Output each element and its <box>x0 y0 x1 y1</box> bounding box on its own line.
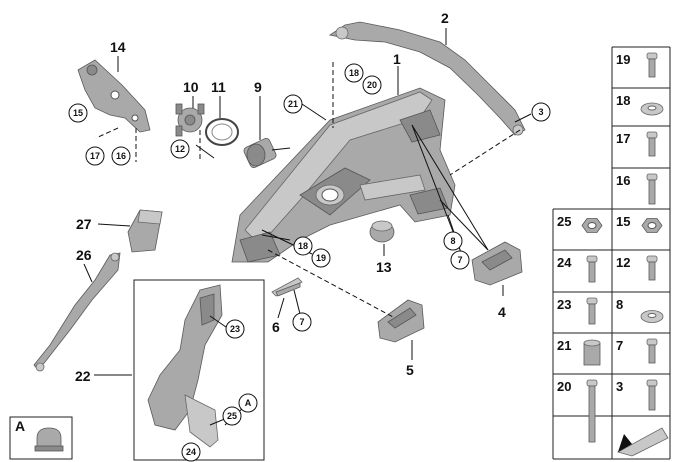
callout-11: 11 <box>211 79 226 95</box>
gasket-part-11[interactable] <box>205 118 239 146</box>
screw-part-3[interactable] <box>449 129 521 176</box>
callout-15: 15 <box>73 108 83 118</box>
table-row-19-number: 19 <box>616 52 630 67</box>
table-row-18-number: 18 <box>616 93 630 108</box>
circled-callout-23: 23 <box>225 319 245 339</box>
table-row-21-sleeve-icon <box>583 339 601 366</box>
gear-part-10[interactable] <box>175 103 205 137</box>
callout-10: 10 <box>183 79 199 95</box>
callout-27: 27 <box>76 216 92 232</box>
cap-part-13[interactable] <box>369 220 395 243</box>
circled-callout-18-top: 18 <box>344 63 364 83</box>
table-row-21-number: 21 <box>557 338 571 353</box>
parts-table: 19 18 17 16 15 25 12 24 8 23 7 21 3 20 <box>552 46 671 460</box>
callout-12: 12 <box>175 144 185 154</box>
leader-lines <box>83 28 532 426</box>
callout-26: 26 <box>76 247 92 263</box>
table-row-15-number: 15 <box>616 214 630 229</box>
pad-part-4[interactable] <box>471 241 523 286</box>
table-row-7-screw-icon <box>646 338 658 364</box>
circled-callout-12: 12 <box>170 139 190 159</box>
legend-box-A: A <box>9 416 73 460</box>
callout-23: 23 <box>230 324 240 334</box>
sensor-part-9[interactable] <box>243 137 291 169</box>
table-row-23-screw-icon <box>586 297 598 325</box>
handle-bar-part-2[interactable] <box>328 21 526 136</box>
circled-callout-17: 17 <box>85 146 105 166</box>
callout-8: 8 <box>450 236 455 246</box>
detail-frame-22 <box>133 279 265 461</box>
callout-17: 17 <box>90 151 100 161</box>
pin-part-12[interactable] <box>195 144 215 159</box>
circled-callout-24: 24 <box>181 442 201 462</box>
circled-callout-21: 21 <box>283 94 303 114</box>
callout-24: 24 <box>186 447 196 457</box>
callout-9: 9 <box>254 79 262 95</box>
callout-7-right: 7 <box>457 255 462 265</box>
callout-18-top: 18 <box>349 68 359 78</box>
circled-callout-25: 25 <box>222 406 242 426</box>
callout-5: 5 <box>406 362 414 378</box>
lever-part-26[interactable] <box>33 252 121 372</box>
circled-callout-A: A <box>238 393 258 413</box>
circled-callout-7-right: 7 <box>450 250 470 270</box>
table-row-12-number: 12 <box>616 255 630 270</box>
table-row-8-washer-icon <box>640 310 664 323</box>
axis-line-15 <box>95 127 119 139</box>
table-row-24-screw-icon <box>586 255 598 283</box>
table-row-25-number: 25 <box>557 214 571 229</box>
table-row-17-number: 17 <box>616 131 630 146</box>
callout-14: 14 <box>110 39 126 55</box>
table-row-3-screw-icon <box>646 379 658 411</box>
callout-20: 20 <box>367 80 377 90</box>
callout-22: 22 <box>75 368 91 384</box>
circled-callout-8: 8 <box>443 231 463 251</box>
callout-A: A <box>245 398 252 408</box>
table-row-25-nut-icon <box>581 218 603 233</box>
table-row-16-number: 16 <box>616 173 630 188</box>
circled-callout-20: 20 <box>362 75 382 95</box>
table-row-23-number: 23 <box>557 297 571 312</box>
callout-21: 21 <box>288 99 298 109</box>
table-row-20-screw-icon <box>586 379 598 443</box>
bracket-plate-part-14[interactable] <box>77 59 151 133</box>
callout-2: 2 <box>441 10 449 26</box>
table-row-19-screw-icon <box>646 52 658 78</box>
callout-4: 4 <box>498 304 506 320</box>
table-row-12-screw-icon <box>646 255 658 281</box>
pad-part-5[interactable] <box>377 299 425 343</box>
table-row-17-screw-icon <box>646 131 658 157</box>
circled-callout-16: 16 <box>111 146 131 166</box>
circled-callout-15: 15 <box>68 103 88 123</box>
cover-part-22[interactable] <box>147 284 223 448</box>
axis-line-pad-5 <box>267 249 396 319</box>
callout-13: 13 <box>376 259 392 275</box>
circled-callout-7-left: 7 <box>292 312 312 332</box>
callout-19: 19 <box>316 253 326 263</box>
callout-7-left: 7 <box>299 317 304 327</box>
circled-callout-19: 19 <box>311 248 331 268</box>
circled-callout-3: 3 <box>531 102 551 122</box>
table-row-24-number: 24 <box>557 255 572 270</box>
callout-25: 25 <box>227 411 237 421</box>
table-row-15-nut-icon <box>641 218 663 233</box>
block-part-27[interactable] <box>127 209 163 253</box>
table-row-7-number: 7 <box>616 338 623 353</box>
table-row-18-washer-icon <box>640 102 664 116</box>
circled-callout-18-bottom: 18 <box>293 236 313 256</box>
main-bracket-part-1[interactable] <box>231 87 456 263</box>
callout-18-bottom: 18 <box>298 241 308 251</box>
table-row-16-screw-icon <box>646 173 658 205</box>
clip-part-6[interactable] <box>271 277 303 297</box>
callout-6: 6 <box>272 319 280 335</box>
callout-3: 3 <box>538 107 543 117</box>
table-row-20-number: 20 <box>557 379 571 394</box>
direction-arrow-icon <box>616 427 669 457</box>
legend-box-label: A <box>15 418 25 434</box>
table-row-8-number: 8 <box>616 297 623 312</box>
callout-1: 1 <box>393 51 401 67</box>
callout-16: 16 <box>116 151 126 161</box>
table-row-3-number: 3 <box>616 379 623 394</box>
